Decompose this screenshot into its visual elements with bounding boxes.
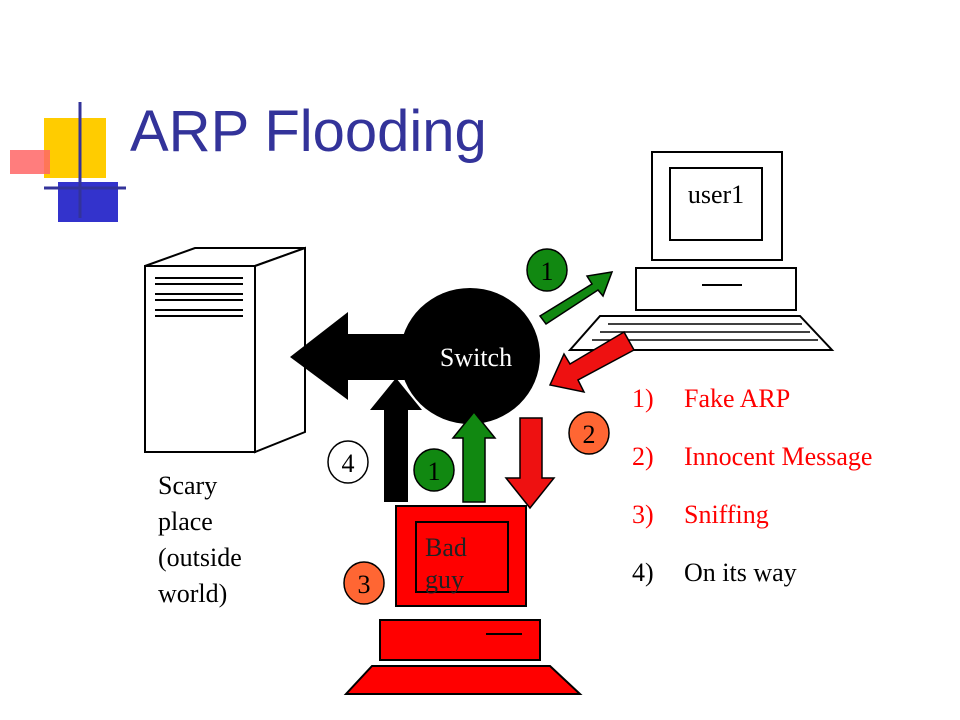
- fake-arp-arrow-bottom-icon: [451, 410, 497, 503]
- legend-item: 4) On its way: [632, 558, 872, 616]
- badge-4: [327, 440, 369, 484]
- bad-guy-label: Bad guy: [425, 533, 467, 594]
- user-computer-icon: [567, 151, 835, 351]
- slide-title: ARP Flooding: [130, 99, 487, 164]
- on-its-way-arrow-icon: [370, 378, 422, 502]
- badge-2-label: 2: [583, 420, 596, 449]
- legend-item-number: 3): [632, 500, 654, 529]
- badge-3: [343, 561, 385, 605]
- badge-2: [568, 411, 610, 455]
- switch-label: Switch: [440, 343, 512, 372]
- legend-item-number: 1): [632, 384, 654, 413]
- badge-1-bottom: [413, 448, 455, 492]
- legend-item-number: 4): [632, 558, 654, 587]
- legend-list: 1) Fake ARP 2) Innocent Message 3) Sniff…: [632, 384, 872, 616]
- badge-1-top-label: 1: [541, 257, 554, 286]
- badge-1-bottom-label: 1: [428, 457, 441, 486]
- legend-item: 1) Fake ARP: [632, 384, 872, 442]
- outbound-arrow-icon: [290, 312, 420, 400]
- server-label-line: place: [158, 507, 213, 536]
- legend-item: 2) Innocent Message: [632, 442, 872, 500]
- user1-label: user1: [688, 180, 744, 209]
- legend-item: 3) Sniffing: [632, 500, 872, 558]
- legend-item-text: On its way: [684, 558, 797, 587]
- legend-item-text: Fake ARP: [684, 384, 791, 413]
- server-label-line: Scary: [158, 471, 218, 500]
- badge-4-label: 4: [342, 449, 355, 478]
- legend-item-number: 2): [632, 442, 654, 471]
- slide-corner-decoration: [10, 102, 126, 222]
- badge-3-label: 3: [358, 570, 371, 599]
- server-label: Scary place (outside world): [158, 468, 242, 612]
- sniffing-down-arrow-icon: [504, 417, 556, 510]
- server-label-line: world): [158, 579, 228, 608]
- deco-red-bar: [10, 150, 50, 174]
- server-label-line: (outside: [158, 543, 242, 572]
- bad-guy-computer-icon: [343, 505, 583, 695]
- deco-yellow-square: [44, 118, 106, 178]
- server-tower-icon: [144, 246, 306, 454]
- badge-1-top: [526, 248, 568, 292]
- switch-node: [400, 288, 540, 424]
- legend-item-text: Sniffing: [684, 500, 769, 529]
- innocent-message-arrow-icon: [548, 330, 636, 394]
- legend-item-text: Innocent Message: [684, 442, 873, 471]
- fake-arp-arrow-top-icon: [538, 271, 614, 326]
